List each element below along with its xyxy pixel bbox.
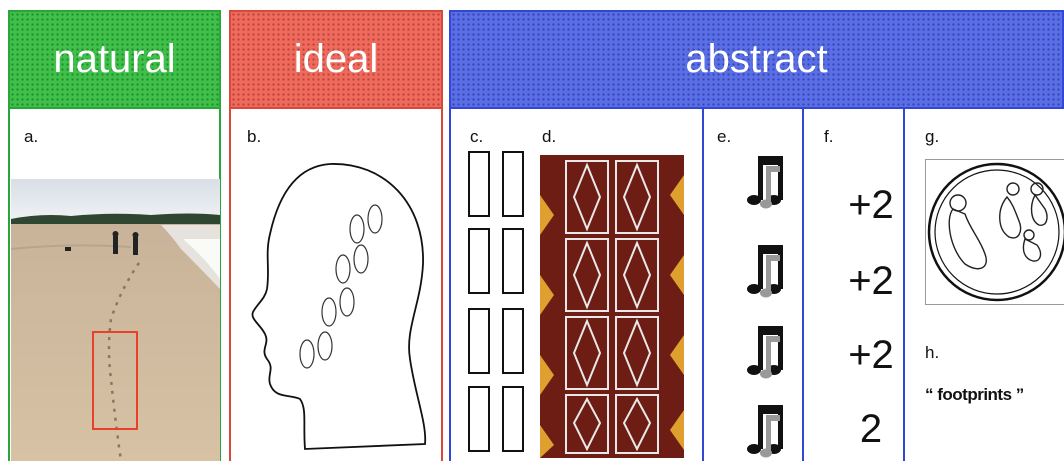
music-note-icon [747, 156, 783, 209]
panel-natural: a. [8, 109, 221, 461]
header-ideal: ideal [229, 10, 443, 109]
head-footprints-drawing [251, 163, 427, 450]
panel-abstract-gh: g. h. “ footprints ” [905, 109, 1064, 461]
rect-right-2 [502, 228, 524, 294]
rect-right-1 [502, 151, 524, 217]
label-d: d. [542, 127, 557, 146]
label-b: b. [247, 127, 262, 146]
beach-photo [11, 179, 220, 461]
label-a: a. [24, 127, 39, 146]
step-value: +2 [848, 333, 894, 377]
panel-abstract-cd: c. d. [449, 109, 704, 461]
music-note-icon [747, 245, 783, 298]
header-abstract: abstract [449, 10, 1064, 109]
label-g: g. [925, 127, 940, 146]
panel-abstract-f: f. +2 +2 +2 2 [806, 109, 905, 461]
patterned-textile [540, 155, 684, 458]
step-value: +2 [848, 259, 894, 303]
header-abstract-text: abstract [685, 37, 828, 81]
header-natural: natural [8, 10, 221, 109]
rect-left-3 [468, 308, 490, 374]
footprints-quote: “ footprints ” [925, 385, 1024, 404]
panel-ideal: b. [229, 109, 443, 461]
rect-right-3 [502, 308, 524, 374]
label-c: c. [470, 127, 484, 146]
footprints-circle-drawing [925, 159, 1064, 305]
label-h: h. [925, 343, 940, 362]
music-note-icon [747, 326, 783, 379]
rect-left-2 [468, 228, 490, 294]
rect-left-1 [468, 151, 490, 217]
step-value: 2 [859, 407, 883, 451]
label-e: e. [717, 127, 732, 146]
panel-abstract-e: e. [704, 109, 804, 461]
step-value: +2 [848, 183, 894, 227]
header-ideal-text: ideal [293, 37, 379, 81]
rect-right-4 [502, 386, 524, 452]
rect-left-4 [468, 386, 490, 452]
music-note-icon [747, 405, 783, 458]
header-natural-text: natural [53, 37, 176, 81]
label-f: f. [824, 127, 834, 146]
